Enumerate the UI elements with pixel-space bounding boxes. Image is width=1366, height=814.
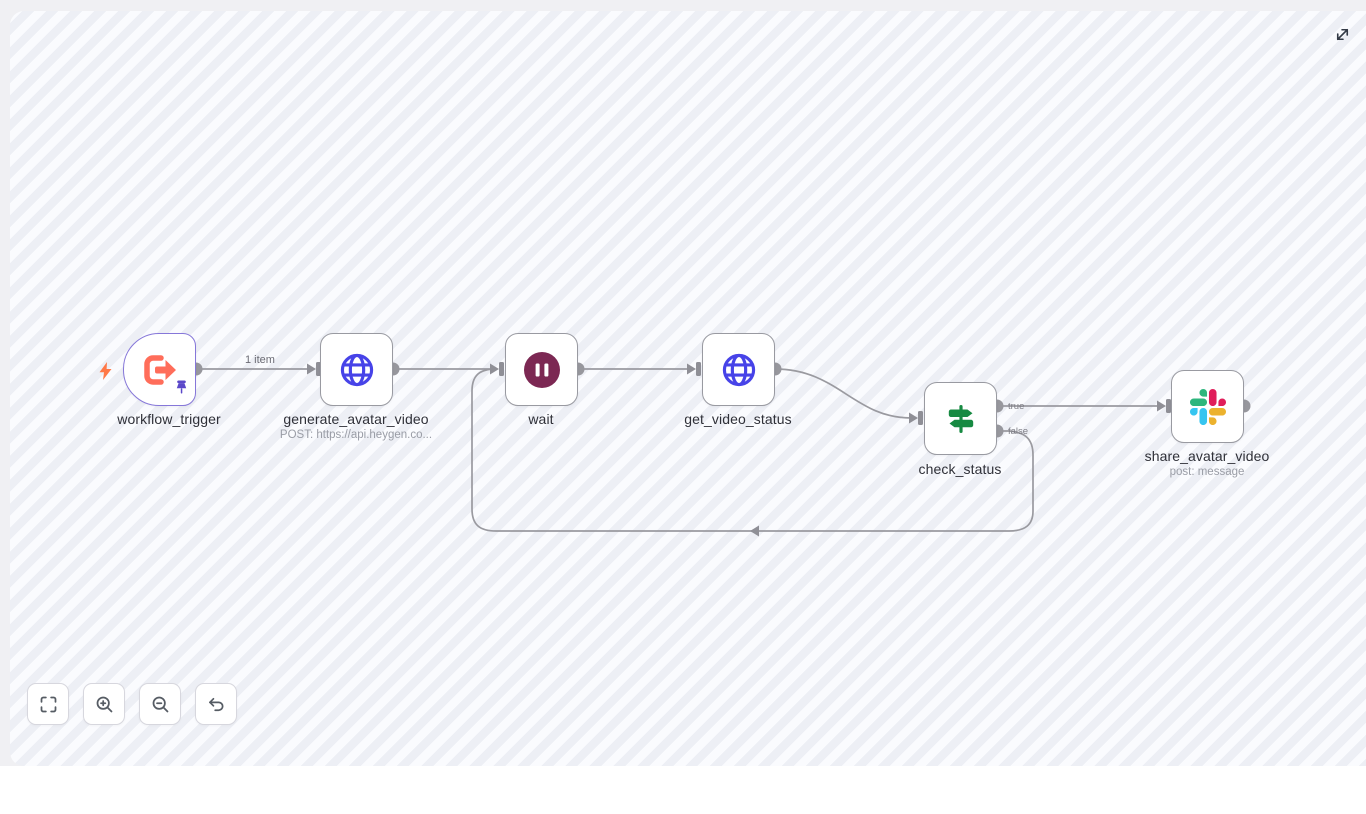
connection-lines (189, 362, 1251, 537)
zoom-in-icon (96, 696, 112, 712)
execute-lightning-icon[interactable] (98, 362, 113, 385)
undo-arrow-icon (208, 697, 223, 711)
node-wait[interactable] (505, 333, 578, 406)
pinned-data-icon (175, 380, 188, 399)
editor-frame: workflow_trigger 1 item generate_avatar_… (0, 0, 1366, 766)
zoom-in-button[interactable] (83, 683, 125, 725)
zoom-out-icon (152, 696, 168, 712)
fit-view-icon (40, 696, 56, 712)
node-subtitle-generate-avatar-video: POST: https://api.heygen.co... (279, 429, 433, 441)
node-label-get-video-status: get_video_status (684, 411, 792, 427)
node-get-video-status[interactable] (702, 333, 775, 406)
node-workflow-trigger[interactable] (123, 333, 196, 406)
slack-icon (1189, 388, 1226, 425)
node-share-avatar-video[interactable] (1171, 370, 1244, 443)
expand-diagonal-icon (1336, 28, 1348, 40)
globe-icon (722, 353, 755, 386)
expand-canvas-button[interactable] (1331, 23, 1353, 45)
node-check-status[interactable] (924, 382, 997, 455)
globe-icon (340, 353, 373, 386)
node-label-generate-avatar-video: generate_avatar_video (283, 411, 429, 427)
node-subtitle-share-avatar-video: post: message (1169, 466, 1245, 478)
canvas-controls (27, 683, 237, 725)
node-generate-avatar-video[interactable] (320, 333, 393, 406)
node-label-check-status: check_status (918, 461, 1002, 477)
output-label-false: false (1008, 426, 1029, 437)
output-label-true: true (1008, 401, 1025, 412)
undo-button[interactable] (195, 683, 237, 725)
edge-item-count: 1 item (245, 354, 275, 366)
edge-getstatus-check (774, 368, 912, 419)
zoom-out-button[interactable] (139, 683, 181, 725)
fit-view-button[interactable] (27, 683, 69, 725)
workflow-canvas[interactable]: workflow_trigger 1 item generate_avatar_… (10, 11, 1366, 766)
node-label-workflow-trigger: workflow_trigger (117, 411, 221, 427)
pause-icon (523, 351, 560, 388)
trigger-logout-arrow-icon (143, 354, 176, 385)
signpost-icon (948, 404, 973, 433)
node-label-share-avatar-video: share_avatar_video (1144, 448, 1270, 464)
node-label-wait: wait (528, 411, 554, 427)
